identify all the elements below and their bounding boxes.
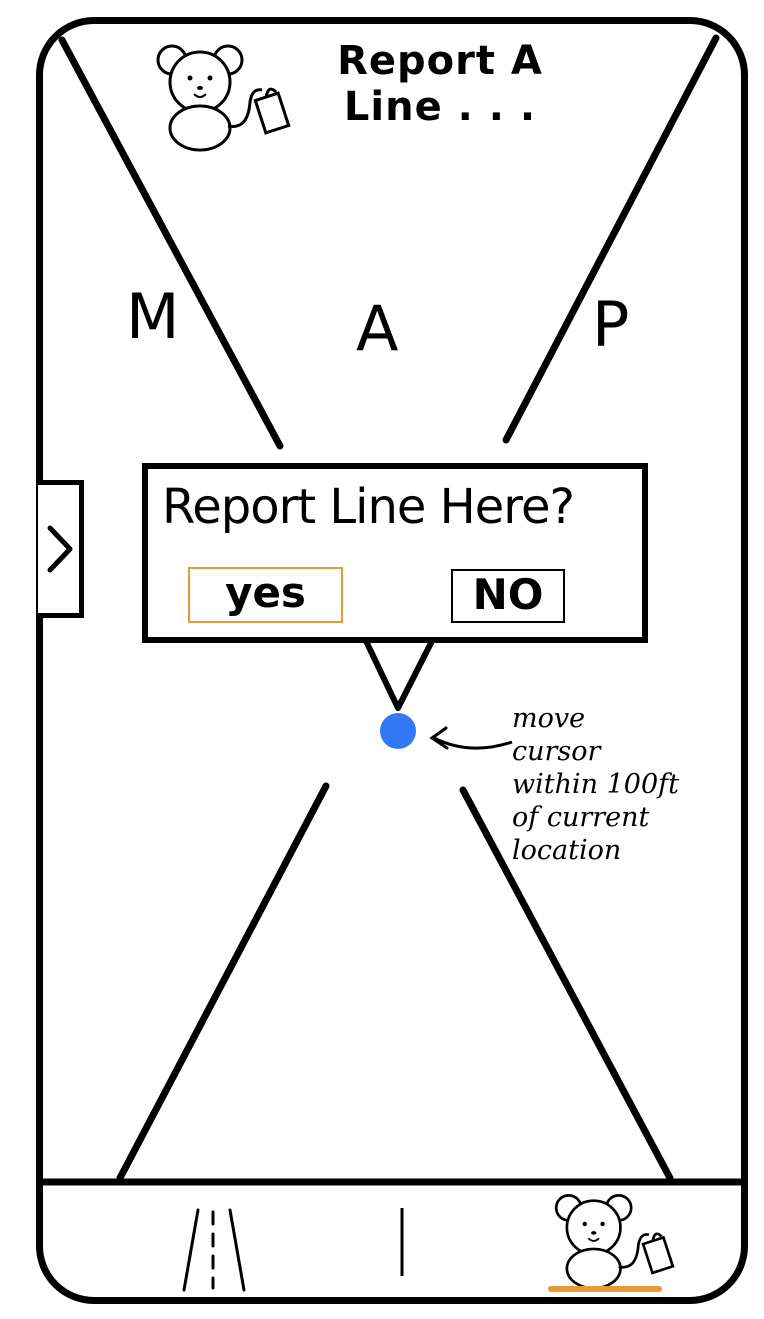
annotation-line: cursor <box>512 736 601 767</box>
bottom-nav <box>36 1180 748 1304</box>
bear-mascot-icon <box>554 1194 675 1290</box>
popup-question: Report Line Here? <box>162 479 575 535</box>
page-title-line-2: Line . . . <box>343 84 537 130</box>
map-label-a: A <box>356 292 399 365</box>
map-road-line-upper-left <box>58 36 284 450</box>
annotation-line: move <box>512 703 586 734</box>
yes-button[interactable]: yes <box>188 567 343 623</box>
map-label-m: M <box>126 280 180 353</box>
bear-mascot-icon <box>156 44 291 152</box>
annotation-arrow <box>433 736 513 750</box>
page-title-line-1: Report A <box>337 38 543 84</box>
popup-tail <box>363 639 435 711</box>
map-road-line-lower-right <box>459 786 674 1182</box>
chevron-right-icon <box>47 525 72 573</box>
annotation-line: of current <box>512 802 650 833</box>
report-line-popup: Report Line Here? yes NO <box>142 463 648 643</box>
no-button[interactable]: NO <box>451 569 565 623</box>
location-cursor[interactable] <box>380 713 416 749</box>
page-title: Report A Line . . . <box>305 38 575 130</box>
annotation-line: within 100ft <box>512 769 679 800</box>
map-label-p: P <box>592 288 630 361</box>
side-panel-toggle[interactable] <box>38 480 84 618</box>
annotation-arrowhead <box>429 726 449 750</box>
nav-tab-road[interactable] <box>176 1190 266 1296</box>
cursor-annotation: move cursor within 100ft of current loca… <box>512 702 742 867</box>
map-road-line-upper-right <box>502 34 720 444</box>
road-icon <box>182 1208 246 1292</box>
nav-tab-mascot[interactable] <box>546 1190 686 1298</box>
annotation-line: location <box>512 835 622 866</box>
map-road-line-lower-left <box>116 782 330 1182</box>
nav-separator <box>400 1208 404 1276</box>
active-tab-indicator <box>548 1286 662 1292</box>
